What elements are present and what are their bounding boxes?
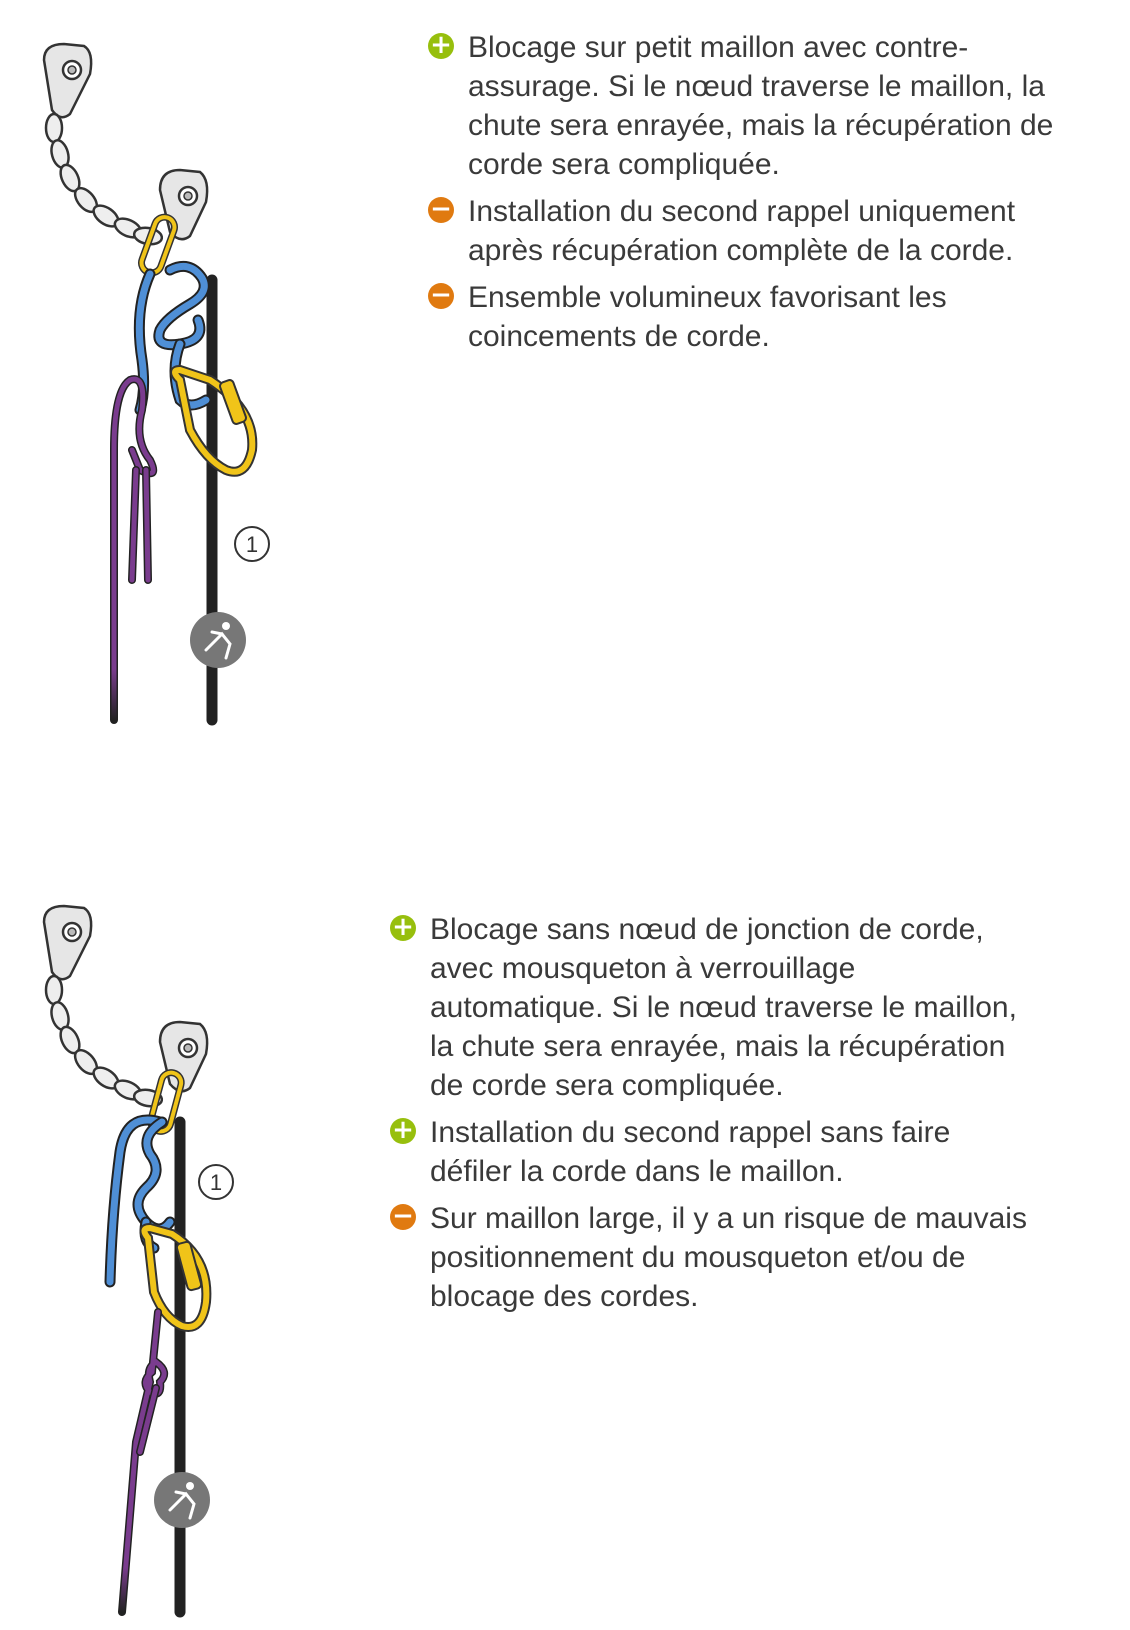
rappel-setup-1: 1 + Blocage sur petit maillon avec contr… xyxy=(0,0,1130,760)
bullet-text: Blocage sans nœud de jonction de corde, … xyxy=(430,913,1017,1102)
plus-circle-icon: + xyxy=(390,914,416,941)
svg-text:1: 1 xyxy=(210,1170,222,1195)
rappel-person-icon xyxy=(190,612,246,668)
pros-cons-list: + Blocage sur petit maillon avec contre-… xyxy=(428,28,1068,364)
svg-text:1: 1 xyxy=(246,532,258,557)
pros-cons-list: + Blocage sans nœud de jonction de corde… xyxy=(390,910,1030,1324)
anchor-plate-icon xyxy=(42,904,93,981)
rappel-setup-2: 1 + Blocage sans nœud de jonction de cor… xyxy=(0,880,1130,1630)
rappel-person-icon xyxy=(154,1472,210,1528)
rappel-illustration-1: 1 xyxy=(42,42,270,726)
anchor-plate-icon xyxy=(158,168,209,241)
locking-carabiner-icon xyxy=(139,1222,212,1332)
callout-number: 1 xyxy=(198,1164,234,1200)
rappel-illustration-2: 1 xyxy=(42,904,234,1618)
minus-circle-icon: − xyxy=(428,282,454,309)
locking-carabiner-icon xyxy=(170,364,258,477)
chain-icon xyxy=(44,112,164,246)
chain-icon xyxy=(44,974,164,1108)
bullet-text: Ensemble volumineux favorisant les coinc… xyxy=(468,281,947,353)
bullet-text: Installation du second rappel uniquement… xyxy=(468,195,1016,267)
anchor-plate-icon xyxy=(42,42,93,119)
minus-circle-icon: − xyxy=(390,1203,416,1230)
list-item: + Blocage sans nœud de jonction de corde… xyxy=(390,910,1030,1105)
bullet-text: Installation du second rappel sans faire… xyxy=(430,1116,951,1188)
minus-circle-icon: − xyxy=(428,196,454,223)
blue-rope xyxy=(104,1114,186,1618)
callout-number: 1 xyxy=(234,526,270,562)
list-item: + Installation du second rappel sans fai… xyxy=(390,1113,1030,1191)
purple-cord xyxy=(118,1308,169,1616)
plus-circle-icon: + xyxy=(428,32,454,59)
list-item: − Sur maillon large, il y a un risque de… xyxy=(390,1199,1030,1316)
list-item: − Ensemble volumineux favorisant les coi… xyxy=(428,278,1068,356)
list-item: − Installation du second rappel uniqueme… xyxy=(428,192,1068,270)
purple-cord xyxy=(110,375,158,724)
plus-circle-icon: + xyxy=(390,1117,416,1144)
bullet-text: Blocage sur petit maillon avec contre-as… xyxy=(468,31,1054,181)
list-item: + Blocage sur petit maillon avec contre-… xyxy=(428,28,1068,184)
bullet-text: Sur maillon large, il y a un risque de m… xyxy=(430,1202,1027,1313)
